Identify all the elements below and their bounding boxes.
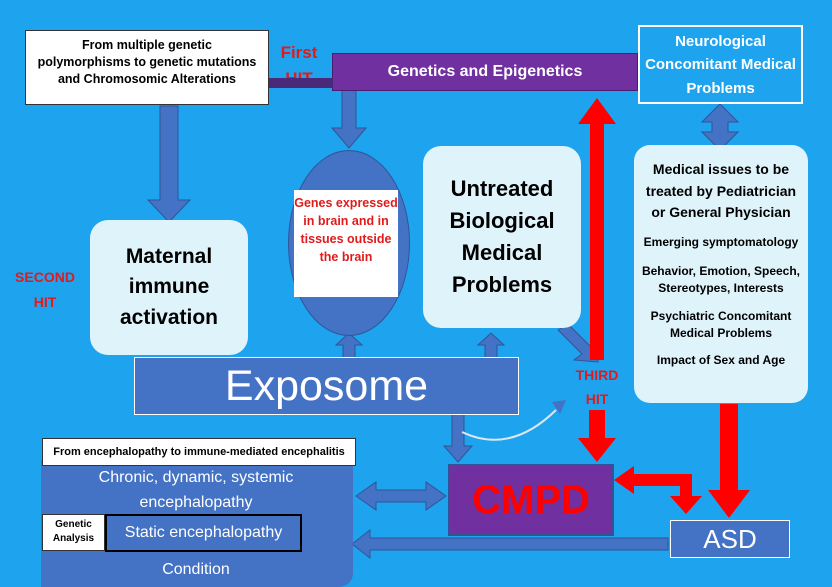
maternal-box: Maternal immune activation (90, 220, 248, 355)
curve-exposome-to-hit (461, 409, 557, 441)
genes-text: Genes expressed in brain and in tissues … (294, 196, 398, 265)
second-hit-label: SECOND HIT (8, 265, 82, 314)
cmpd-box: CMPD (448, 464, 614, 536)
genes-box: Genes expressed in brain and in tissues … (294, 190, 398, 297)
neuro-box: Neurological Concomitant Medical Problem… (638, 25, 803, 104)
medical-item-sex-age: Impact of Sex and Age (656, 353, 786, 368)
genetic-source-text: From multiple genetic polymorphisms to g… (37, 38, 257, 86)
exposome-text: Exposome (224, 361, 429, 410)
genetics-bar: Genetics and Epigenetics (332, 53, 638, 91)
arrow-chronic-cmpd (355, 481, 447, 511)
condition-label: Condition (162, 561, 230, 578)
cmpd-text: CMPD (472, 477, 590, 522)
medical-item-symptoms: Emerging symptomatology (643, 235, 799, 250)
curve-arrowhead (552, 400, 566, 414)
untreated-text: Untreated Biological Medical Problems (449, 176, 555, 297)
medical-panel: Medical issues to be treated by Pediatri… (634, 145, 808, 403)
encephalitis-header: From encephalopathy to immune-mediated e… (42, 438, 356, 466)
neuro-text: Neurological Concomitant Medical Problem… (645, 33, 796, 97)
arrow-neuro-medical (700, 103, 740, 151)
medical-title: Medical issues to be treated by Pediatri… (645, 161, 797, 221)
static-box: Static encephalopathy (105, 514, 302, 552)
static-text: Static encephalopathy (124, 524, 283, 541)
medical-item-behavior: Behavior, Emotion, Speech, Stereotypes, … (641, 263, 801, 296)
genetics-bar-line (269, 78, 333, 88)
red-arrow-down (578, 410, 616, 462)
asd-text: ASD (703, 523, 757, 554)
exposome-box: Exposome (134, 357, 519, 415)
genetic-source-box: From multiple genetic polymorphisms to g… (25, 30, 269, 105)
genetic-analysis-text: Genetic Analysis (52, 519, 95, 544)
third-hit-label: THIRD HIT (566, 364, 628, 412)
maternal-text: Maternal immune activation (119, 244, 219, 329)
genetic-analysis-box: Genetic Analysis (42, 514, 105, 551)
encephalitis-text: From encephalopathy to immune-mediated e… (53, 446, 345, 458)
arrow-exposome-to-genes (334, 332, 364, 359)
arrow-genetic-to-maternal (146, 105, 192, 223)
untreated-box: Untreated Biological Medical Problems (423, 146, 581, 328)
chronic-text: Chronic, dynamic, systemic encephalopath… (60, 466, 332, 516)
red-arrow-panel-asd (708, 404, 750, 518)
condition-text: Condition (60, 561, 332, 579)
arrow-exposome-to-untreated (476, 332, 506, 359)
arrow-genetics-to-genes (330, 89, 368, 149)
arrow-exposome-to-cmpd (442, 413, 474, 463)
second-hit-text: SECOND HIT (15, 269, 75, 310)
arrow-asd-to-condition (351, 528, 669, 560)
asd-box: ASD (670, 520, 790, 558)
red-arrow-up (578, 98, 616, 360)
chronic-label: Chronic, dynamic, systemic encephalopath… (98, 469, 294, 511)
genetics-bar-label: Genetics and Epigenetics (387, 63, 583, 80)
red-arrow-cmpd-asd (614, 466, 702, 514)
third-hit-text: THIRD HIT (575, 367, 619, 407)
medical-item-psychiatric: Psychiatric Concomitant Medical Problems (650, 308, 792, 341)
